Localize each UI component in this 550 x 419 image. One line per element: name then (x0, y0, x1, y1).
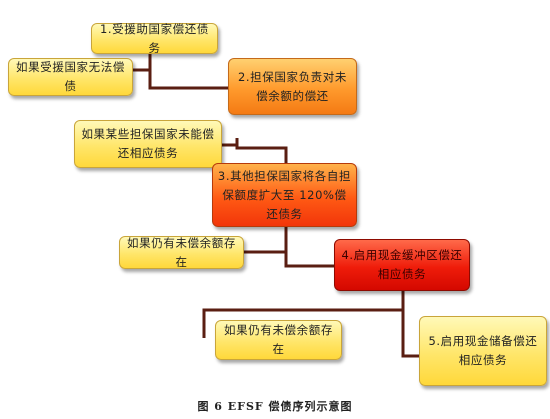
step5-box: 5.启用现金储备偿还相应债务 (419, 316, 547, 386)
step1-label: 1.受援助国家偿还债务 (100, 21, 209, 55)
step1-box: 1.受援助国家偿还债务 (91, 22, 218, 55)
step5-label: 5.启用现金储备偿还相应债务 (428, 334, 538, 367)
step2-label: 2.担保国家负责对未偿余额的偿还 (238, 69, 347, 103)
condition-box-1: 如果受援国家无法偿债 (8, 58, 133, 96)
condition-box-3: 如果仍有未偿余额存在 (119, 236, 244, 269)
condition-3-label: 如果仍有未偿余额存在 (127, 235, 236, 269)
connector-b5-b7 (284, 227, 337, 268)
step3-box: 3.其他担保国家将各自担保额度扩大至 120%偿还债务 (212, 163, 357, 227)
step4-label: 4.启用现金缓冲区偿还相应债务 (341, 248, 463, 281)
connector-b7-b9 (401, 291, 419, 358)
condition-box-4: 如果仍有未偿余额存在 (215, 320, 342, 360)
figure-caption: 图 6 EFSF 偿债序列示意图 (197, 400, 353, 413)
condition-1-label: 如果受援国家无法偿债 (16, 60, 125, 93)
condition-box-2: 如果某些担保国家未能偿还相应债务 (74, 120, 222, 168)
condition-4-label: 如果仍有未偿余额存在 (224, 323, 333, 356)
step4-box: 4.启用现金缓冲区偿还相应债务 (334, 239, 470, 291)
condition-2-label: 如果某些担保国家未能偿还相应债务 (81, 127, 215, 160)
connector-b3-b5 (235, 138, 288, 163)
step3-label: 3.其他担保国家将各自担保额度扩大至 120%偿还债务 (217, 168, 352, 221)
connector-b1-b3 (148, 54, 232, 90)
step2-box: 2.担保国家负责对未偿余额的偿还 (228, 58, 357, 115)
connector-b8-b7 (202, 308, 403, 338)
